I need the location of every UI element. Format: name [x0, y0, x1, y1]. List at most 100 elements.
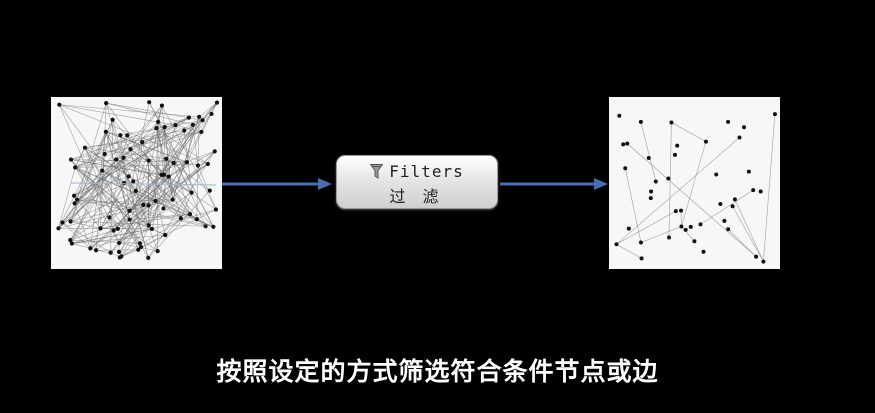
graph-edge	[116, 159, 192, 193]
graph-edge	[734, 199, 764, 262]
graph-edge	[119, 209, 217, 258]
graph-edge	[163, 208, 214, 228]
graph-edge	[616, 243, 642, 259]
graph-edge	[71, 228, 153, 244]
graph-node	[675, 143, 680, 148]
graph-edge	[727, 228, 757, 257]
graph-node	[703, 139, 708, 144]
graph-node	[88, 246, 93, 251]
graph-node	[742, 125, 747, 130]
graph-node	[57, 102, 62, 107]
graph-edge	[121, 249, 139, 257]
graph-edge	[118, 120, 203, 244]
graph-edge	[100, 174, 165, 229]
graph-node	[115, 226, 120, 231]
graph-edge	[156, 128, 182, 219]
graph-edge	[59, 104, 150, 226]
graph-edge	[161, 105, 217, 210]
graph-edge	[186, 124, 194, 163]
graph-node	[170, 197, 175, 202]
graph-node	[93, 248, 99, 253]
graph-node	[726, 119, 731, 124]
graph-node	[200, 118, 205, 123]
filters-subtitle: 过 滤	[389, 187, 445, 206]
graph-node	[730, 204, 735, 209]
graph-node	[146, 158, 151, 163]
graph-node	[116, 249, 122, 255]
graph-edge	[70, 221, 206, 227]
graph-node	[679, 208, 684, 213]
graph-edge	[681, 226, 695, 242]
graph-node	[60, 220, 65, 225]
graph-edge	[640, 121, 657, 182]
graph-edge	[110, 151, 215, 253]
graph-node	[688, 224, 693, 229]
graph-node	[679, 224, 684, 229]
graph-node	[207, 188, 212, 193]
graph-node	[146, 223, 151, 228]
graph-node	[186, 115, 191, 120]
graph-edge	[110, 176, 169, 253]
graph-node	[133, 188, 138, 193]
graph-edge	[118, 192, 192, 244]
graph-node	[146, 203, 151, 208]
filters-button[interactable]: Filters 过 滤	[336, 155, 498, 209]
graph-edge	[141, 141, 191, 215]
graph-node	[119, 254, 124, 259]
graph-node	[103, 129, 108, 134]
graph-node	[161, 206, 166, 211]
graph-edge	[58, 131, 107, 229]
graph-edge	[115, 159, 144, 206]
graph-node	[159, 103, 165, 108]
graph-node	[184, 160, 190, 165]
graph-node	[136, 247, 141, 252]
filtered-network-graph	[609, 97, 780, 269]
graph-node	[638, 119, 643, 124]
graph-node	[162, 125, 167, 130]
graph-node	[732, 197, 737, 202]
graph-node	[714, 172, 719, 177]
graph-edge	[147, 190, 211, 259]
graph-edge	[175, 124, 202, 133]
filtered-network-graph-image	[614, 112, 777, 264]
graph-node	[187, 212, 193, 217]
graph-edge	[671, 122, 707, 142]
graph-edge	[198, 102, 218, 118]
graph-edge	[163, 102, 218, 209]
graph-edge	[70, 221, 101, 229]
graph-edge	[70, 182, 217, 186]
graph-node	[211, 224, 216, 229]
graph-edge	[105, 103, 149, 258]
graph-node	[161, 172, 166, 177]
filters-title: Filters	[389, 162, 464, 181]
graph-edge	[118, 174, 162, 244]
graph-node	[125, 133, 130, 138]
graph-edge	[104, 119, 113, 155]
graph-edge	[168, 151, 215, 177]
graph-node	[74, 197, 80, 202]
graph-edge	[120, 135, 130, 211]
graph-node	[761, 259, 766, 264]
graph-node	[72, 201, 77, 206]
graph-edge	[616, 137, 740, 245]
graph-edge	[121, 151, 215, 257]
graph-edge	[130, 105, 163, 150]
graph-node	[149, 226, 155, 232]
graph-node	[156, 119, 161, 124]
graph-edge	[110, 119, 114, 253]
original-network-graph-image	[56, 100, 220, 260]
graph-edge	[668, 122, 672, 238]
graph-edge	[732, 206, 764, 262]
graph-edge	[70, 182, 125, 241]
graph-node	[772, 112, 777, 117]
graph-node	[203, 224, 208, 229]
graph-edge	[70, 174, 165, 241]
graph-node	[199, 129, 204, 135]
graph-node	[154, 126, 159, 131]
graph-node	[701, 249, 706, 254]
graph-edge	[100, 228, 152, 230]
graph-edge	[148, 102, 218, 226]
graph-edge	[95, 163, 209, 251]
graph-node	[669, 120, 674, 125]
graph-node	[173, 123, 178, 128]
